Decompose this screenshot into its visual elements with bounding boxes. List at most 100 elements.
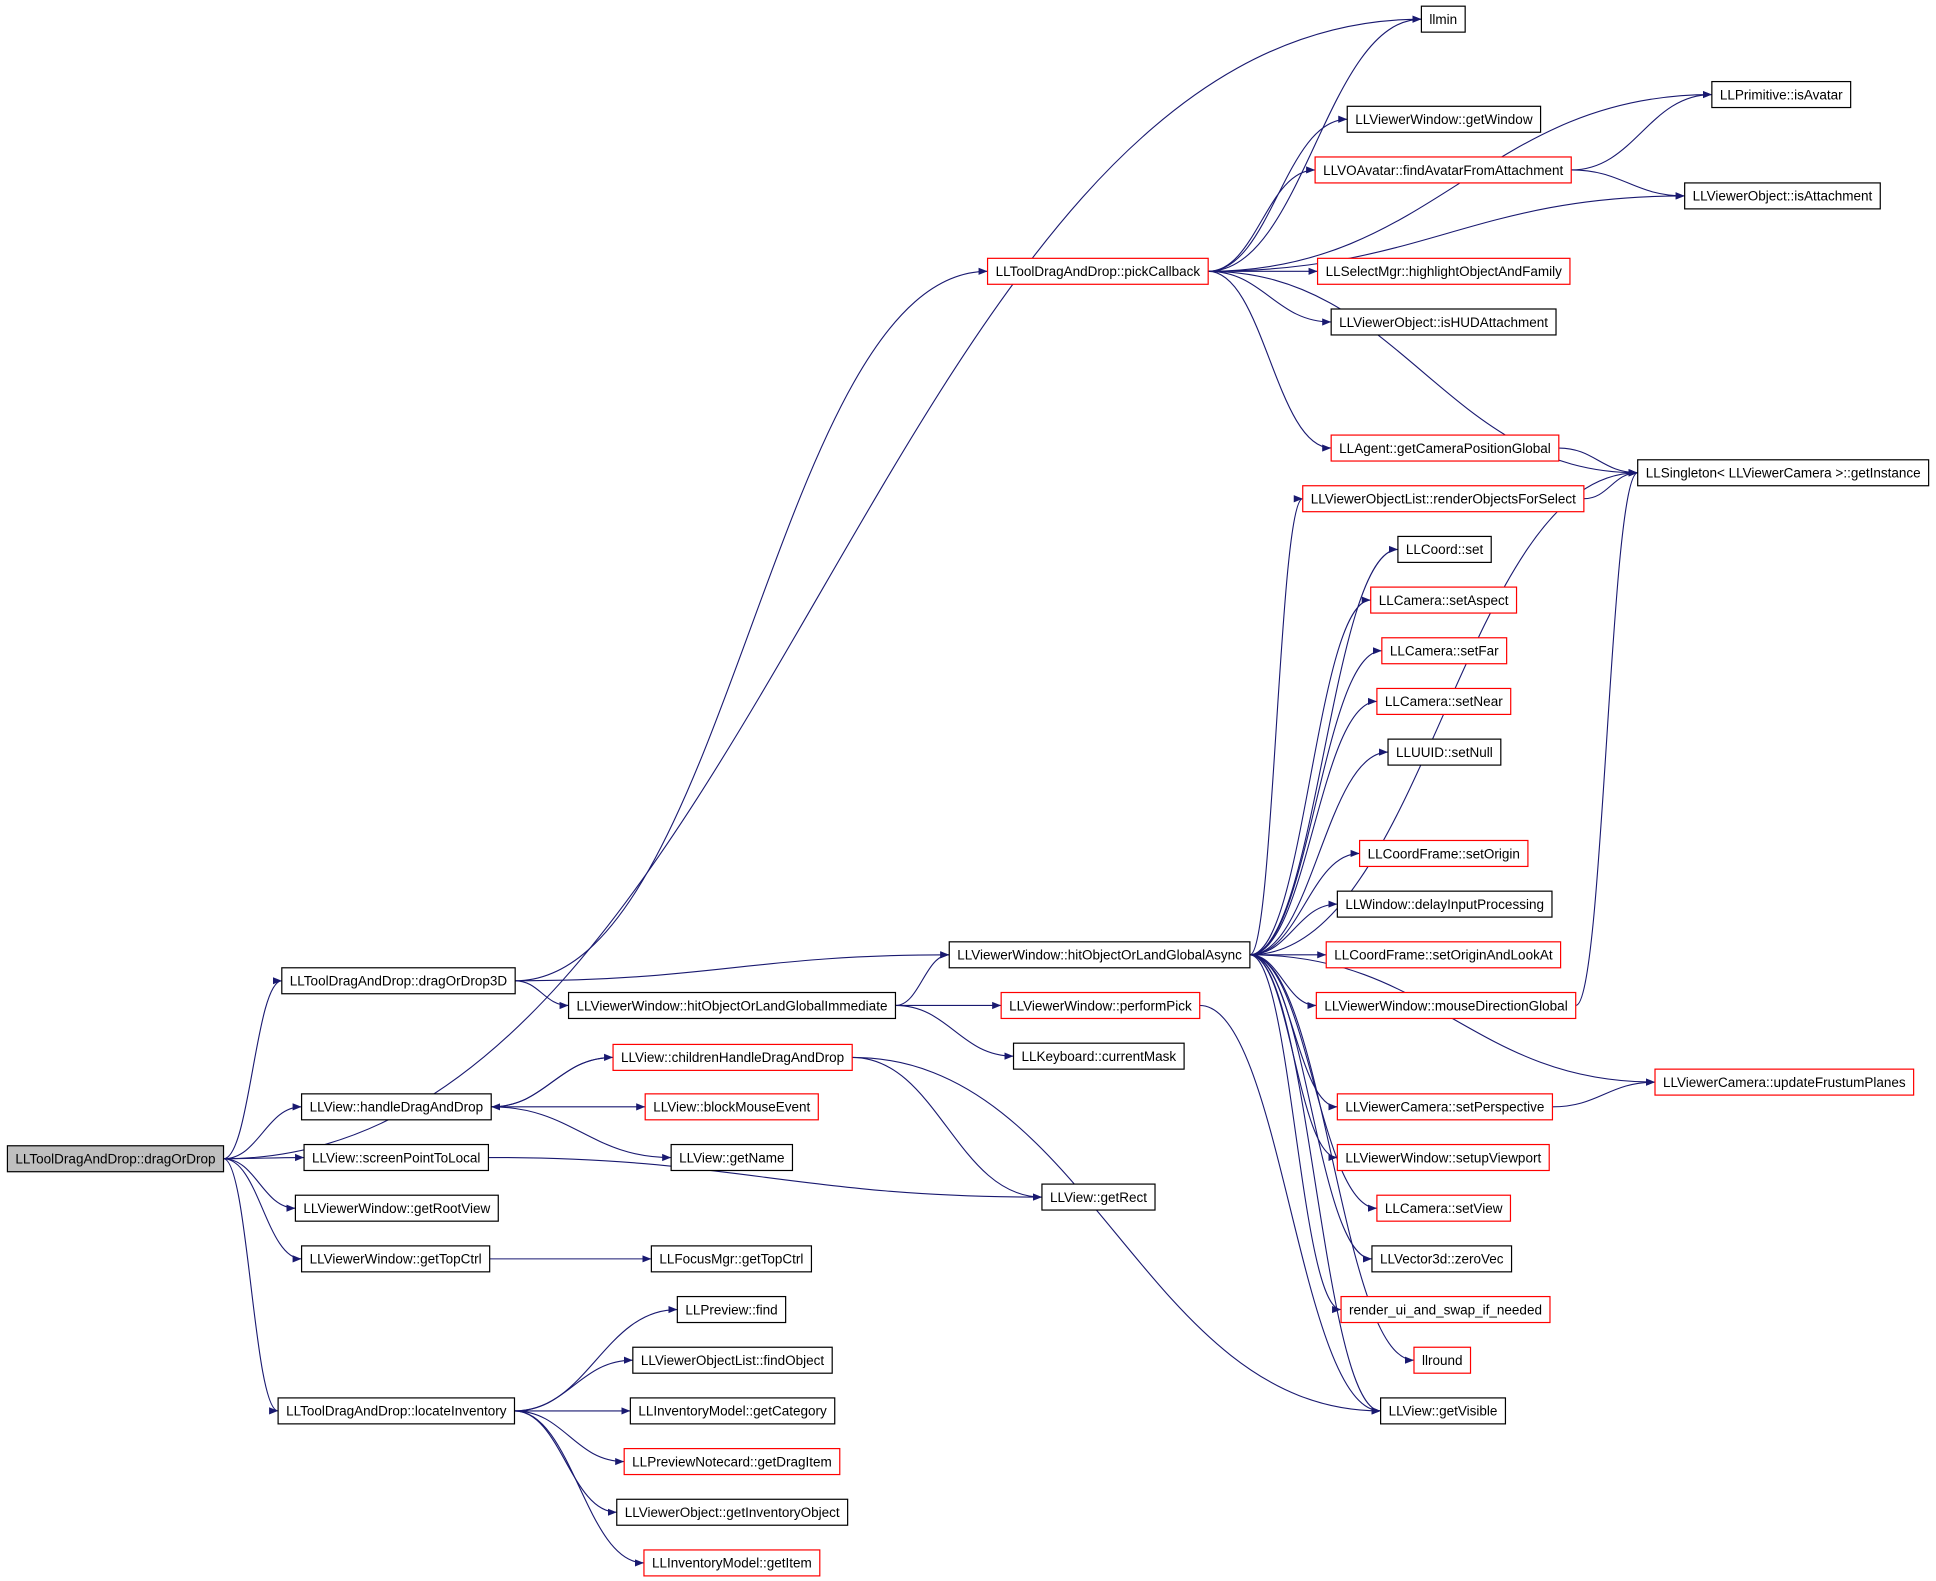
edge-drag-or-drop-to-locate-inv <box>223 1158 279 1415</box>
node-box <box>1315 991 1577 1020</box>
node-box <box>1330 434 1560 462</box>
node-label: LLView::blockMouseEvent <box>653 1100 810 1115</box>
node-children-hdd[interactable]: LLView::childrenHandleDragAndDrop <box>612 1043 853 1071</box>
edge-drag-or-drop-to-vw-top-ctrl <box>223 1158 302 1263</box>
node-box <box>300 1245 491 1273</box>
node-zero-vec[interactable]: LLVector3d::zeroVec <box>1371 1245 1513 1273</box>
node-set-null[interactable]: LLUUID::setNull <box>1387 738 1502 766</box>
node-pick-callback[interactable]: LLToolDragAndDrop::pickCallback <box>986 257 1209 285</box>
edge-set-persp-to-frustum <box>1552 1078 1656 1108</box>
node-box <box>6 1145 225 1173</box>
node-locate-inv[interactable]: LLToolDragAndDrop::locateInventory <box>277 1397 516 1425</box>
node-get-item[interactable]: LLInventoryModel::getItem <box>643 1549 821 1577</box>
node-mouse-dir[interactable]: LLViewerWindow::mouseDirectionGlobal <box>1315 991 1577 1020</box>
node-label: LLCoordFrame::setOriginAndLookAt <box>1334 948 1553 963</box>
node-label: LLFocusMgr::getTopCtrl <box>659 1252 803 1267</box>
edge-hit-async-to-set-far <box>1249 647 1382 956</box>
edge-screen-to-local-to-get-rect <box>488 1156 1042 1201</box>
node-render-select[interactable]: LLViewerObjectList::renderObjectsForSele… <box>1302 485 1585 513</box>
node-llround[interactable]: llround <box>1413 1346 1472 1374</box>
node-box <box>1376 687 1512 716</box>
node-box <box>1041 1183 1156 1211</box>
node-box <box>650 1245 813 1273</box>
node-set-persp[interactable]: LLViewerCamera::setPerspective <box>1336 1093 1554 1121</box>
edge-pick-callback-to-llmin <box>1208 15 1422 272</box>
node-setup-viewport[interactable]: LLViewerWindow::setupViewport <box>1336 1143 1550 1172</box>
edge-children-hdd-to-handle-dd <box>491 1056 614 1111</box>
edge-hit-immediate-to-current-mask <box>895 1004 1014 1060</box>
node-get-inv-obj[interactable]: LLViewerObject::getInventoryObject <box>616 1498 849 1526</box>
node-drag-or-drop[interactable]: LLToolDragAndDrop::dragOrDrop <box>6 1145 225 1173</box>
node-is-avatar[interactable]: LLPrimitive::isAvatar <box>1711 80 1852 109</box>
node-focus-top-ctrl[interactable]: LLFocusMgr::getTopCtrl <box>650 1245 813 1273</box>
edge-hit-async-to-set-near <box>1249 697 1377 956</box>
edge-children-hdd-to-get-visible <box>852 1056 1381 1415</box>
node-perform-pick[interactable]: LLViewerWindow::performPick <box>1000 991 1201 1020</box>
node-box <box>1413 1346 1472 1374</box>
node-find-object[interactable]: LLViewerObjectList::findObject <box>632 1346 833 1374</box>
node-label: LLToolDragAndDrop::locateInventory <box>286 1404 507 1419</box>
edge-hit-async-to-llround <box>1249 954 1414 1364</box>
node-get-rect[interactable]: LLView::getRect <box>1041 1183 1156 1211</box>
node-get-visible[interactable]: LLView::getVisible <box>1380 1397 1507 1425</box>
edge-pick-callback-to-is-hud <box>1208 270 1332 326</box>
node-get-window[interactable]: LLViewerWindow::getWindow <box>1346 105 1542 133</box>
node-label: LLView::screenPointToLocal <box>312 1150 480 1165</box>
node-current-mask[interactable]: LLKeyboard::currentMask <box>1012 1042 1185 1070</box>
node-hit-async[interactable]: LLViewerWindow::hitObjectOrLandGlobalAsy… <box>948 941 1251 969</box>
node-set-view[interactable]: LLCamera::setView <box>1376 1194 1512 1222</box>
node-set-aspect[interactable]: LLCamera::setAspect <box>1370 586 1518 614</box>
node-label: LLView::getName <box>679 1150 784 1165</box>
node-get-root-view[interactable]: LLViewerWindow::getRootView <box>294 1194 499 1222</box>
node-get-drag-item[interactable]: LLPreviewNotecard::getDragItem <box>623 1447 841 1476</box>
node-block-mouse[interactable]: LLView::blockMouseEvent <box>644 1093 819 1121</box>
edge-pick-callback-to-singleton <box>1208 270 1638 477</box>
node-label: LLView::getVisible <box>1389 1404 1498 1419</box>
node-screen-to-local[interactable]: LLView::screenPointToLocal <box>303 1143 490 1172</box>
node-drag3d[interactable]: LLToolDragAndDrop::dragOrDrop3D <box>281 967 516 995</box>
node-box <box>1654 1068 1915 1096</box>
node-cam-pos[interactable]: LLAgent::getCameraPositionGlobal <box>1330 434 1560 462</box>
node-label: LLInventoryModel::getItem <box>652 1556 812 1571</box>
node-get-name[interactable]: LLView::getName <box>670 1143 794 1172</box>
edge-hit-immediate-to-hit-async <box>895 951 950 1007</box>
edge-hit-async-to-set-view <box>1249 954 1377 1212</box>
node-box <box>612 1043 853 1071</box>
node-box <box>1340 1295 1551 1324</box>
edge-hit-async-to-set-origin <box>1249 849 1360 956</box>
node-label: LLUUID::setNull <box>1396 745 1493 760</box>
node-hit-immediate[interactable]: LLViewerWindow::hitObjectOrLandGlobalImm… <box>567 991 897 1020</box>
node-singleton[interactable]: LLSingleton< LLViewerCamera >::getInstan… <box>1637 459 1930 487</box>
node-set-far[interactable]: LLCamera::setFar <box>1381 637 1508 665</box>
node-handle-dd[interactable]: LLView::handleDragAndDrop <box>300 1093 492 1121</box>
node-origin-look[interactable]: LLCoordFrame::setOriginAndLookAt <box>1325 941 1562 969</box>
node-highlight[interactable]: LLSelectMgr::highlightObjectAndFamily <box>1316 257 1571 285</box>
node-get-category[interactable]: LLInventoryModel::getCategory <box>629 1397 836 1425</box>
node-set-origin[interactable]: LLCoordFrame::setOrigin <box>1358 839 1529 868</box>
node-set-near[interactable]: LLCamera::setNear <box>1376 687 1512 716</box>
node-label: LLViewerObjectList::findObject <box>641 1353 825 1368</box>
node-box <box>629 1397 836 1425</box>
call-nodes: LLToolDragAndDrop::dragOrDrop llminLLPrim… <box>6 5 1930 1577</box>
edge-cam-pos-to-singleton <box>1558 447 1638 477</box>
edge-handle-dd-to-get-name <box>491 1106 672 1162</box>
node-vw-top-ctrl[interactable]: LLViewerWindow::getTopCtrl <box>300 1245 491 1273</box>
node-label: LLView::handleDragAndDrop <box>310 1100 484 1115</box>
node-preview-find[interactable]: LLPreview::find <box>676 1295 787 1324</box>
node-box <box>948 941 1251 969</box>
node-label: LLPrimitive::isAvatar <box>1720 87 1843 102</box>
node-label: LLToolDragAndDrop::dragOrDrop3D <box>290 974 508 989</box>
node-render-ui[interactable]: render_ui_and_swap_if_needed <box>1340 1295 1551 1324</box>
node-box <box>1336 890 1553 918</box>
node-is-hud[interactable]: LLViewerObject::isHUDAttachment <box>1330 308 1557 336</box>
node-delay-input[interactable]: LLWindow::delayInputProcessing <box>1336 890 1553 918</box>
node-find-avatar[interactable]: LLVOAvatar::findAvatarFromAttachment <box>1314 156 1572 184</box>
node-box <box>644 1093 819 1121</box>
node-coord-set[interactable]: LLCoord::set <box>1397 535 1492 563</box>
node-label: LLToolDragAndDrop::dragOrDrop <box>15 1152 215 1167</box>
edge-hit-async-to-set-persp <box>1249 954 1338 1111</box>
node-llmin[interactable]: llmin <box>1420 5 1466 33</box>
node-frustum[interactable]: LLViewerCamera::updateFrustumPlanes <box>1654 1068 1915 1096</box>
node-is-attachment[interactable]: LLViewerObject::isAttachment <box>1684 182 1881 210</box>
